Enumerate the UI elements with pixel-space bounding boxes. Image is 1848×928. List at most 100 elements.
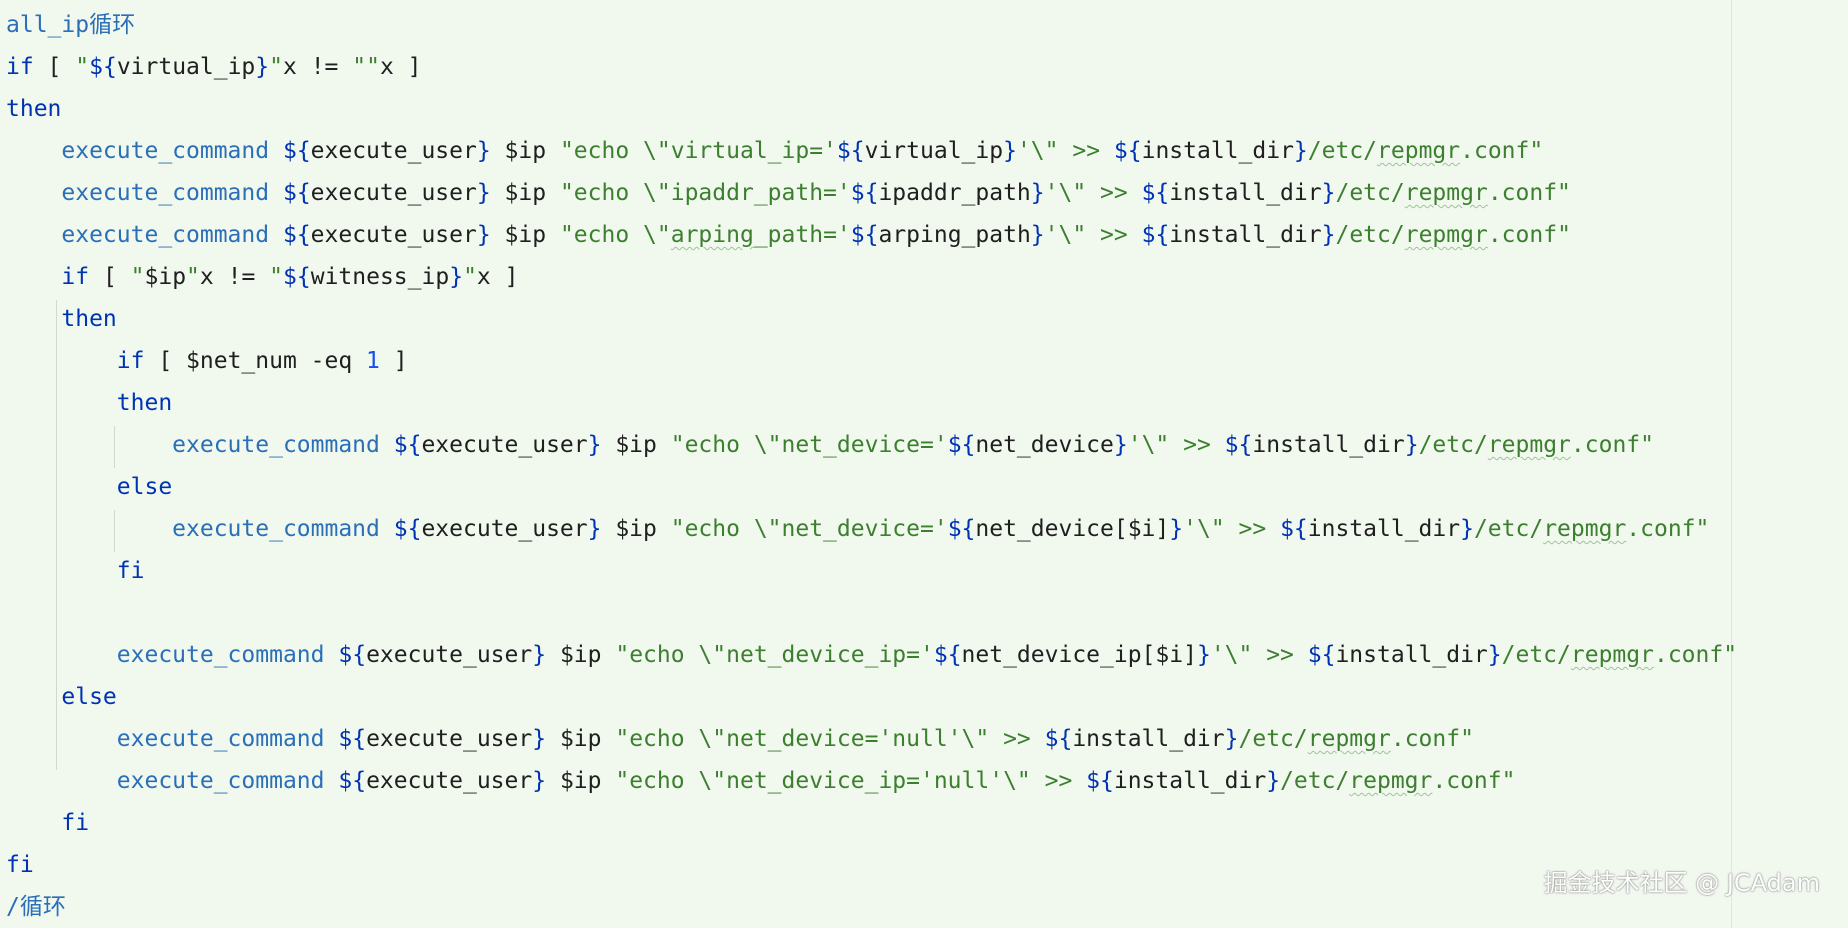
code-token <box>269 138 283 164</box>
code-line[interactable]: if [ "${virtual_ip}"x != ""x ] <box>6 46 422 88</box>
code-token <box>6 264 61 290</box>
code-token: .conf" <box>1487 222 1571 248</box>
code-token: repmgr <box>1349 768 1433 794</box>
code-token: '\" >> <box>1210 642 1308 668</box>
code-token: execute_user <box>421 432 588 458</box>
code-line[interactable]: then <box>6 88 61 130</box>
code-token: } <box>587 432 602 458</box>
code-token <box>6 138 61 164</box>
code-line[interactable]: execute_command ${execute_user} $ip "ech… <box>6 760 1516 802</box>
code-token <box>6 348 117 374</box>
code-token: ${ <box>338 726 367 752</box>
code-token: repmgr <box>1570 642 1654 668</box>
code-line[interactable]: then <box>6 382 172 424</box>
code-token: ${ <box>1141 222 1170 248</box>
indent-guide <box>56 300 57 770</box>
code-token: ${ <box>1307 642 1336 668</box>
code-token <box>269 222 283 248</box>
code-line[interactable]: then <box>6 298 116 340</box>
code-token: execute_user <box>310 180 477 206</box>
code-token: execute_command <box>116 726 325 752</box>
code-token: install_dir <box>1072 726 1225 752</box>
code-token: install_dir <box>1335 642 1488 668</box>
indent-guide <box>114 510 115 552</box>
code-token: } <box>1030 222 1045 248</box>
code-token <box>269 180 283 206</box>
code-token: net_device_ip[$i] <box>961 642 1197 668</box>
code-token: ${ <box>338 768 367 794</box>
code-line[interactable]: execute_command ${execute_user} $ip "ech… <box>6 508 1709 550</box>
code-token: repmgr <box>1543 516 1627 542</box>
code-line[interactable]: all_ip循环 <box>6 4 135 46</box>
code-token: execute_command <box>116 642 325 668</box>
code-token <box>6 768 117 794</box>
code-token <box>325 642 339 668</box>
code-token: fi <box>61 810 90 836</box>
code-line[interactable]: execute_command ${execute_user} $ip "ech… <box>6 424 1654 466</box>
code-token: } <box>1321 180 1336 206</box>
code-line[interactable]: else <box>6 676 116 718</box>
code-token: /etc/ <box>1280 768 1350 794</box>
code-line[interactable]: execute_command ${execute_user} $ip "ech… <box>6 634 1737 676</box>
code-line[interactable]: else <box>6 466 172 508</box>
code-token: virtual_ip <box>116 54 256 80</box>
code-token: fi <box>6 852 34 878</box>
code-token: $ip <box>601 432 671 458</box>
code-token: '\" >> <box>1044 180 1142 206</box>
code-token <box>6 726 117 752</box>
code-token: ${ <box>338 642 367 668</box>
code-line[interactable]: fi <box>6 844 34 886</box>
code-line[interactable]: fi <box>6 802 89 844</box>
code-line[interactable]: execute_command ${execute_user} $ip "ech… <box>6 718 1474 760</box>
code-token: } <box>532 726 547 752</box>
code-token: install_dir <box>1169 180 1322 206</box>
code-line[interactable]: if [ "$ip"x != "${witness_ip}"x ] <box>6 256 518 298</box>
code-token: then <box>116 390 173 416</box>
code-token: } <box>1113 432 1128 458</box>
code-token: "echo \" <box>559 222 671 248</box>
code-token: x ] <box>476 264 519 290</box>
code-token: execute_command <box>61 138 270 164</box>
code-token: ${ <box>1113 138 1142 164</box>
code-token: fi <box>116 558 145 584</box>
code-token: "echo \"virtual_ip=' <box>559 138 837 164</box>
code-token: ${ <box>282 180 311 206</box>
code-line[interactable]: /循环 <box>6 886 66 928</box>
code-token: x ] <box>379 54 422 80</box>
code-token: /etc/ <box>1418 432 1488 458</box>
code-token: x != <box>283 54 353 80</box>
code-token: ${ <box>282 222 311 248</box>
code-token: .conf" <box>1390 726 1474 752</box>
code-token: net_device <box>975 432 1114 458</box>
code-token: $ip <box>490 180 560 206</box>
watermark: 掘金技术社区 @ JCAdam <box>1543 869 1820 897</box>
code-token: /etc/ <box>1307 138 1378 164</box>
code-token: /etc/ <box>1473 516 1544 542</box>
code-token: $ip <box>601 516 671 542</box>
code-token: /etc/ <box>1238 726 1308 752</box>
code-line[interactable]: execute_command ${execute_user} $ip "ech… <box>6 130 1543 172</box>
code-token: } <box>1196 642 1211 668</box>
code-token: } <box>1169 516 1184 542</box>
code-token: "echo \"net_device_ip=' <box>615 642 934 668</box>
code-line[interactable]: fi <box>6 550 145 592</box>
code-token: ] <box>379 348 408 374</box>
code-token: ${ <box>282 138 311 164</box>
right-margin-guide <box>1731 0 1732 928</box>
code-token: else <box>116 474 173 500</box>
code-token <box>380 516 394 542</box>
code-token: then <box>6 96 62 122</box>
code-token: } <box>1030 180 1045 206</box>
code-token: if <box>6 54 34 80</box>
code-token: } <box>255 54 270 80</box>
code-token: [ $net_num -eq <box>144 348 367 374</box>
code-token: install_dir <box>1307 516 1461 542</box>
code-line[interactable]: execute_command ${execute_user} $ip "ech… <box>6 172 1571 214</box>
code-token <box>6 642 117 668</box>
code-token: ${ <box>850 180 879 206</box>
code-line[interactable]: execute_command ${execute_user} $ip "ech… <box>6 214 1571 256</box>
code-token: } <box>1487 642 1502 668</box>
code-line[interactable]: if [ $net_num -eq 1 ] <box>6 340 408 382</box>
code-token: execute_user <box>366 726 533 752</box>
